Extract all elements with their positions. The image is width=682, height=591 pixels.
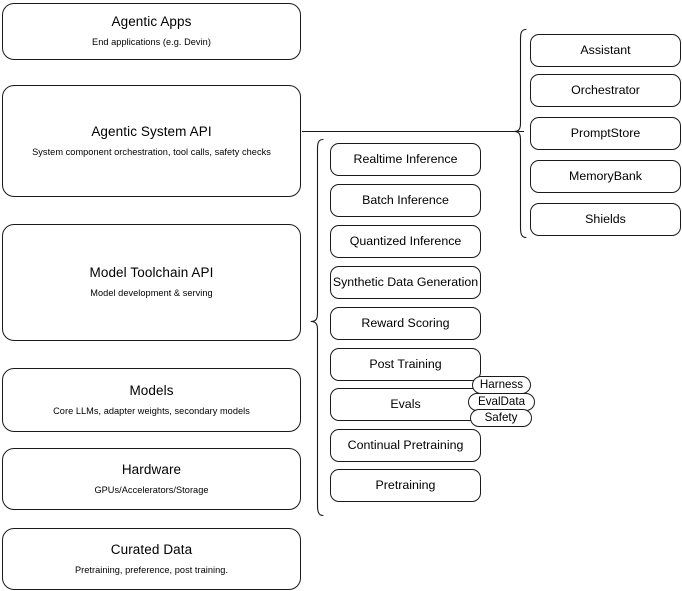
layer-block-model-toolchain-api[interactable]: Model Toolchain API Model development & … bbox=[2, 224, 301, 341]
layer-title: Agentic Apps bbox=[111, 14, 192, 30]
brace-model-toolchain-components bbox=[309, 138, 324, 518]
badge-pill-safety[interactable]: Safety bbox=[470, 409, 532, 427]
layer-title: Model Toolchain API bbox=[89, 265, 214, 281]
layer-block-models[interactable]: Models Core LLMs, adapter weights, secon… bbox=[2, 368, 301, 432]
component-label: Shields bbox=[585, 211, 626, 226]
component-label: Quantized Inference bbox=[349, 233, 462, 248]
component-label: Realtime Inference bbox=[353, 151, 458, 166]
layer-block-hardware[interactable]: Hardware GPUs/Accelerators/Storage bbox=[2, 448, 301, 510]
layer-subtitle: System component orchestration, tool cal… bbox=[32, 146, 271, 157]
layer-subtitle: Model development & serving bbox=[90, 288, 213, 299]
component-box-realtime-inference[interactable]: Realtime Inference bbox=[330, 143, 481, 176]
layer-block-agentic-apps[interactable]: Agentic Apps End applications (e.g. Devi… bbox=[2, 3, 301, 60]
component-label: Assistant bbox=[580, 42, 631, 57]
component-box-evals[interactable]: Evals bbox=[330, 388, 481, 421]
component-label: Continual Pretraining bbox=[347, 437, 464, 452]
component-label: MemoryBank bbox=[569, 168, 642, 183]
layer-subtitle: Core LLMs, adapter weights, secondary mo… bbox=[53, 405, 250, 416]
badge-label: Safety bbox=[484, 411, 518, 425]
component-box-quantized-inference[interactable]: Quantized Inference bbox=[330, 225, 481, 258]
component-box-reward-scoring[interactable]: Reward Scoring bbox=[330, 307, 481, 340]
component-label: Post Training bbox=[369, 356, 442, 371]
component-label: Batch Inference bbox=[362, 192, 449, 207]
component-box-shields[interactable]: Shields bbox=[530, 203, 681, 236]
layer-block-curated-data[interactable]: Curated Data Pretraining, preference, po… bbox=[2, 528, 301, 590]
component-box-continual-pretraining[interactable]: Continual Pretraining bbox=[330, 429, 481, 462]
layer-subtitle: GPUs/Accelerators/Storage bbox=[94, 484, 209, 495]
component-box-orchestrator[interactable]: Orchestrator bbox=[530, 74, 681, 107]
badge-pill-harness[interactable]: Harness bbox=[472, 376, 531, 394]
badge-label: EvalData bbox=[477, 395, 526, 409]
layer-subtitle: Pretraining, preference, post training. bbox=[74, 564, 229, 575]
layer-title: Models bbox=[129, 382, 174, 398]
layer-title: Hardware bbox=[121, 461, 182, 477]
connector-line-agentic-system-api bbox=[302, 131, 524, 132]
component-box-promptstore[interactable]: PromptStore bbox=[530, 117, 681, 150]
component-box-assistant[interactable]: Assistant bbox=[530, 34, 681, 67]
component-box-pretraining[interactable]: Pretraining bbox=[330, 469, 481, 502]
component-label: Pretraining bbox=[375, 477, 436, 492]
component-box-synthetic-data-generation[interactable]: Synthetic Data Generation bbox=[330, 266, 481, 299]
badge-label: Harness bbox=[479, 378, 524, 392]
component-label: PromptStore bbox=[570, 125, 641, 140]
layer-subtitle: End applications (e.g. Devin) bbox=[92, 37, 211, 48]
component-label: Evals bbox=[390, 396, 421, 411]
brace-agentic-system-components bbox=[513, 28, 527, 240]
component-box-memorybank[interactable]: MemoryBank bbox=[530, 160, 681, 193]
component-box-batch-inference[interactable]: Batch Inference bbox=[330, 184, 481, 217]
layer-title: Agentic System API bbox=[91, 123, 212, 139]
component-label: Reward Scoring bbox=[361, 315, 450, 330]
layer-title: Curated Data bbox=[110, 541, 193, 557]
component-label: Synthetic Data Generation bbox=[332, 274, 479, 289]
component-label: Orchestrator bbox=[571, 82, 640, 97]
layer-block-agentic-system-api[interactable]: Agentic System API System component orch… bbox=[2, 85, 301, 197]
component-box-post-training[interactable]: Post Training bbox=[330, 348, 481, 381]
